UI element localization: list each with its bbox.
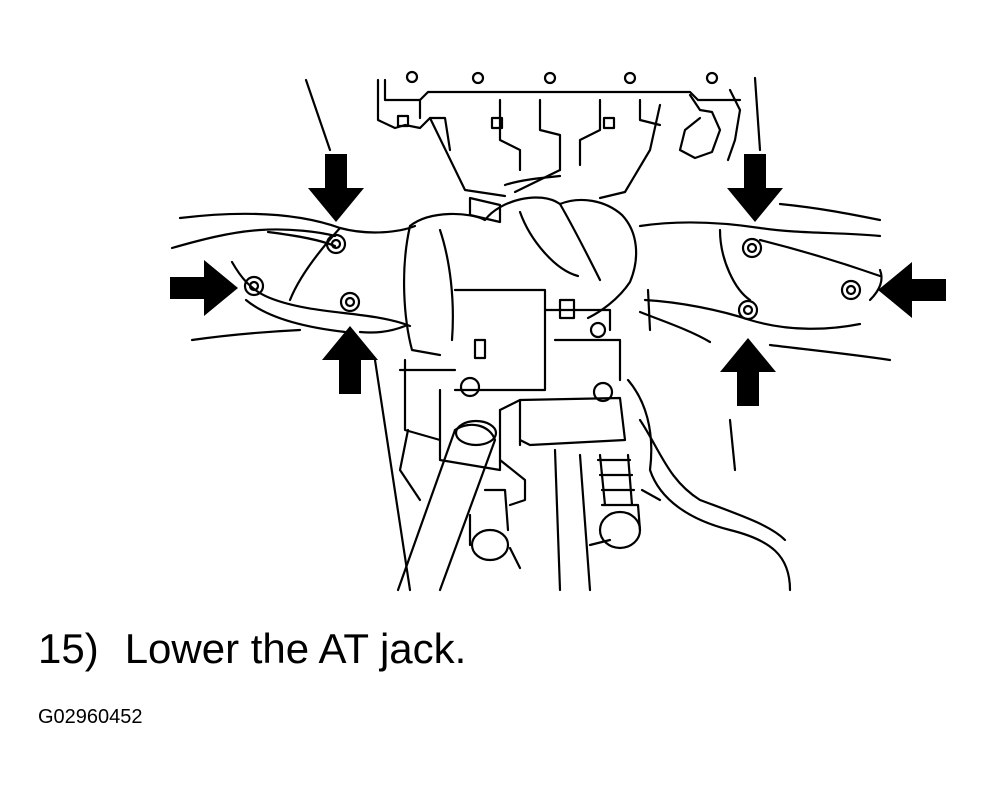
crossmember-bolts [243, 233, 862, 321]
arrow-icon [322, 326, 378, 394]
arrow-icon [308, 154, 364, 222]
step-number: 15) [38, 625, 99, 672]
figure-id: G02960452 [38, 706, 143, 728]
right-crossmember-plate [638, 202, 892, 362]
arrow-icon [170, 260, 238, 316]
at-jack [396, 168, 792, 592]
step-caption: 15) Lower the AT jack. [38, 628, 466, 670]
transmission-housing [376, 70, 742, 200]
arrow-icon [727, 154, 783, 222]
step-instruction: Lower the AT jack. [124, 625, 467, 672]
arrow-icon [720, 338, 776, 406]
arrow-icon [878, 262, 946, 318]
crossmember-removal-illustration [170, 70, 946, 592]
